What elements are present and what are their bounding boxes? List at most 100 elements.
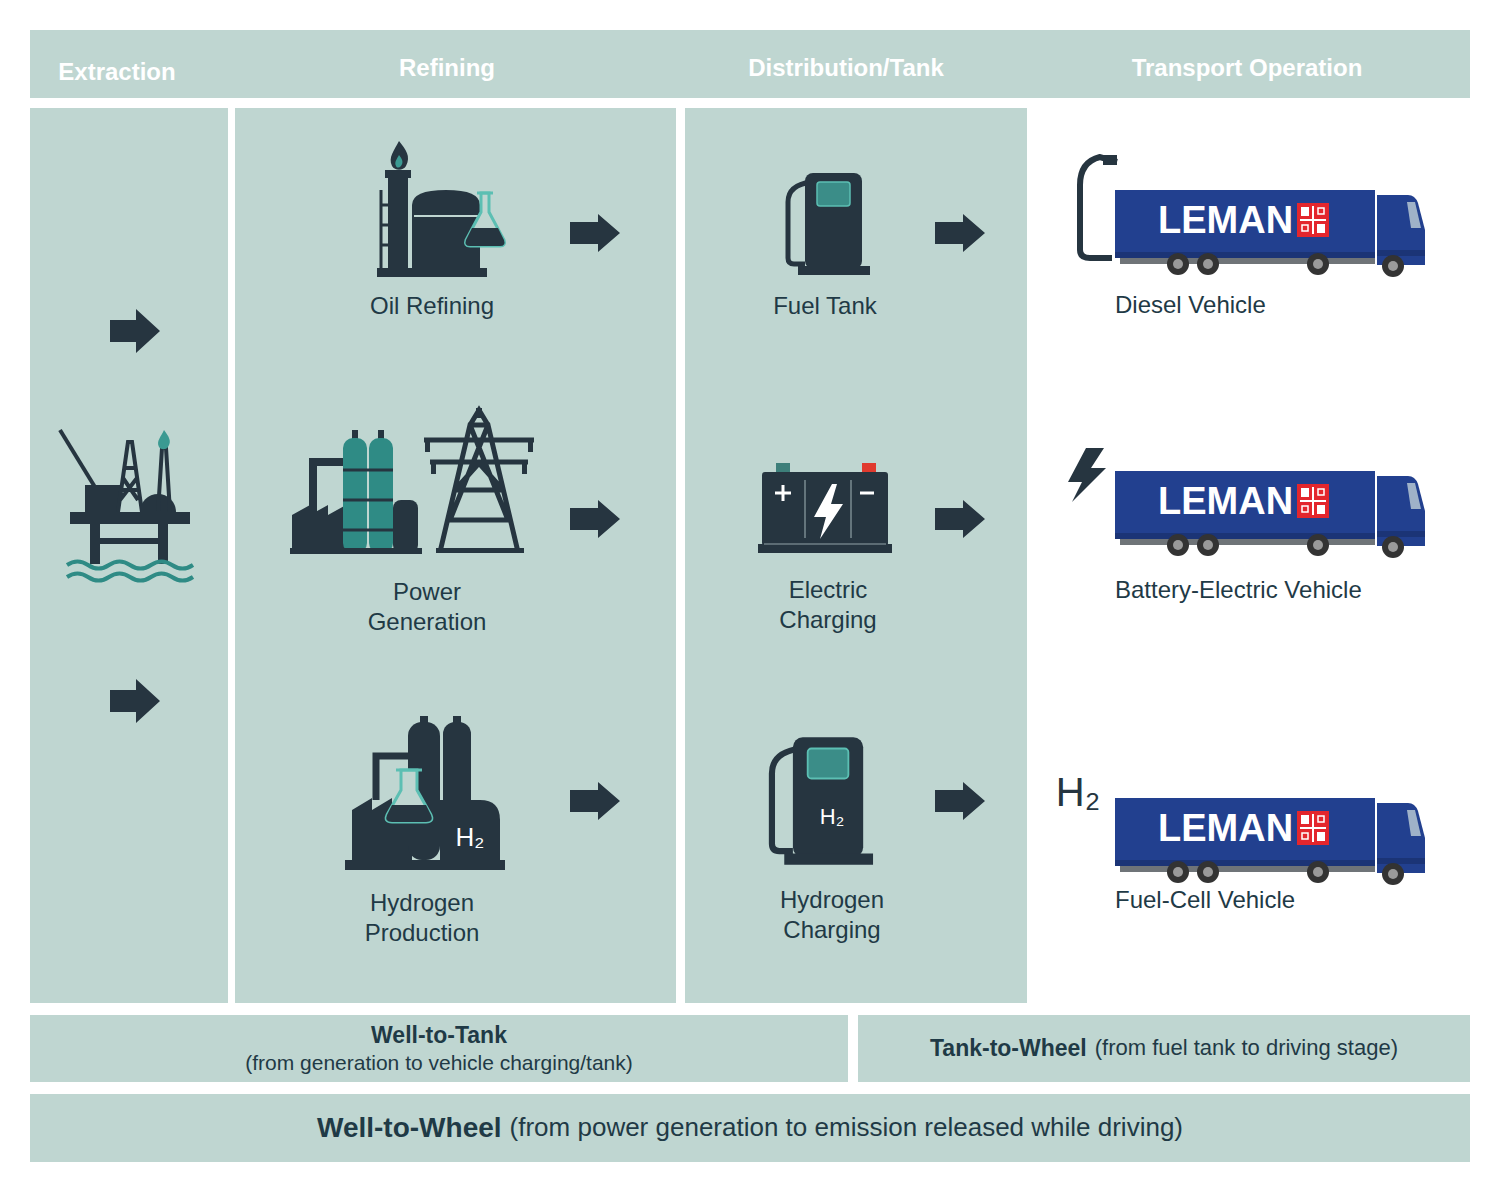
refinery-icon bbox=[412, 190, 480, 268]
lightning-symbol bbox=[1068, 448, 1106, 502]
node-label: Oil Refining bbox=[312, 291, 552, 321]
power-pylon-icon bbox=[476, 408, 482, 418]
block-arrow bbox=[570, 500, 620, 538]
truck-logo-text: LEMAN bbox=[1158, 201, 1293, 239]
column-panels bbox=[30, 108, 1027, 1003]
node-label: Battery-Electric Vehicle bbox=[1115, 575, 1465, 605]
process-icon-node: Oil Refining bbox=[300, 130, 570, 336]
power-plant-icon bbox=[313, 462, 345, 515]
header-band: ExtractionRefiningDistribution/TankTrans… bbox=[30, 30, 1470, 98]
power-plant-icon bbox=[290, 548, 422, 554]
block-arrow bbox=[570, 782, 620, 820]
truck-symbol bbox=[1115, 190, 1425, 277]
power-pylon-icon bbox=[522, 462, 527, 474]
column-panels bbox=[685, 108, 1027, 1003]
hydrogen-plant-icon bbox=[386, 770, 432, 822]
block-arrow bbox=[935, 214, 985, 252]
column-header: Distribution/Tank bbox=[696, 53, 996, 83]
refinery-icon bbox=[466, 193, 505, 246]
block-arrow bbox=[935, 500, 985, 538]
battery-icon bbox=[814, 484, 843, 539]
node-label: Power Generation bbox=[347, 577, 507, 637]
power-plant-icon bbox=[343, 470, 393, 530]
band-text: (from generation to vehicle charging/tan… bbox=[245, 1050, 633, 1075]
hydrogen-pump-symbol bbox=[772, 737, 873, 865]
fuel-nozzle-symbol bbox=[1080, 157, 1117, 258]
hydrogen-symbol: H₂ bbox=[792, 806, 872, 828]
power-pylon-icon bbox=[425, 440, 430, 452]
hydrogen-plant-icon bbox=[386, 805, 432, 822]
refinery-icon bbox=[395, 155, 402, 168]
oil-rig-icon bbox=[60, 430, 98, 492]
oil-rig-icon bbox=[158, 448, 170, 512]
power-pylon-icon bbox=[528, 440, 533, 452]
process-icon-node: Electric Charging bbox=[620, 400, 935, 638]
oil-rig-icon bbox=[85, 485, 120, 512]
hydrogen-symbol: H₂ bbox=[1033, 772, 1123, 812]
oil-rig-icon bbox=[118, 442, 142, 512]
refinery-icon bbox=[388, 175, 408, 268]
battery-icon bbox=[776, 463, 790, 473]
node-label: Fuel Tank bbox=[705, 291, 945, 321]
node-label: Hydrogen Charging bbox=[757, 885, 907, 945]
battery-icon bbox=[762, 472, 888, 546]
refinery-icon bbox=[377, 141, 505, 277]
column-header: Refining bbox=[317, 53, 577, 83]
battery-icon bbox=[758, 463, 892, 553]
oil-rig-icon bbox=[67, 574, 193, 581]
power-plant-icon bbox=[292, 505, 346, 553]
refinery-icon bbox=[466, 228, 505, 246]
column-header: Extraction bbox=[0, 57, 247, 87]
battery-icon bbox=[805, 480, 851, 538]
hydrogen-plant-icon bbox=[345, 860, 505, 870]
refinery-icon bbox=[391, 141, 408, 170]
fuel-nozzle-symbol bbox=[1103, 155, 1117, 165]
hydrogen-symbol: H₂ bbox=[430, 824, 510, 850]
block-arrow bbox=[570, 214, 620, 252]
flow-arrow-symbol bbox=[110, 679, 160, 723]
truck-logo-text: LEMAN bbox=[1158, 482, 1293, 520]
power-pylon-icon bbox=[424, 408, 534, 553]
truck-logo-text: LEMAN bbox=[1158, 809, 1293, 847]
node-label: Diesel Vehicle bbox=[1115, 290, 1465, 320]
block-arrow bbox=[935, 782, 985, 820]
battery-icon bbox=[758, 544, 892, 553]
column-panels bbox=[30, 108, 228, 1003]
hydrogen-plant-icon bbox=[396, 769, 422, 772]
power-plant-icon bbox=[343, 438, 367, 553]
power-pylon-icon bbox=[436, 548, 524, 553]
scope-band: Well-to-Tank(from generation to vehicle … bbox=[30, 1015, 848, 1082]
process-icon-node: Fuel Tank bbox=[620, 130, 935, 336]
truck-symbol bbox=[1115, 798, 1425, 885]
process-icon-node: Hydrogen Charging bbox=[620, 655, 935, 947]
band-text: (from power generation to emission relea… bbox=[510, 1112, 1183, 1143]
oil-rig-icon bbox=[67, 562, 193, 569]
power-plant-icon bbox=[290, 430, 422, 554]
node-label: Electric Charging bbox=[758, 575, 898, 635]
scope-band: Tank-to-Wheel (from fuel tank to driving … bbox=[858, 1015, 1470, 1082]
refinery-icon bbox=[381, 190, 388, 268]
refinery-icon bbox=[377, 268, 487, 277]
battery-icon bbox=[862, 463, 876, 473]
process-icon-node: Power Generation bbox=[300, 400, 570, 638]
power-pylon-icon bbox=[431, 462, 436, 474]
band-text: Well-to-Wheel bbox=[317, 1111, 502, 1145]
scope-band: Well-to-Wheel (from power generation to e… bbox=[30, 1094, 1470, 1162]
refinery-icon bbox=[477, 192, 493, 195]
process-icon-node: Hydrogen Production bbox=[300, 655, 570, 947]
node-label: Hydrogen Production bbox=[347, 888, 497, 948]
fuel-pump-symbol bbox=[788, 173, 870, 275]
oil-rig-icon bbox=[95, 538, 163, 544]
refinery-icon bbox=[414, 215, 478, 217]
band-text: Tank-to-Wheel bbox=[930, 1035, 1087, 1063]
column-panels bbox=[235, 108, 676, 1003]
power-plant-icon bbox=[369, 438, 393, 553]
truck-symbol bbox=[1115, 471, 1425, 558]
band-text: Well-to-Tank bbox=[371, 1022, 507, 1050]
power-pylon-icon bbox=[424, 410, 534, 552]
fuel-nozzle-symbol bbox=[1080, 155, 1117, 258]
oil-rig-icon bbox=[158, 430, 170, 449]
power-plant-icon bbox=[393, 500, 418, 553]
band-text: (from fuel tank to driving stage) bbox=[1095, 1035, 1398, 1061]
